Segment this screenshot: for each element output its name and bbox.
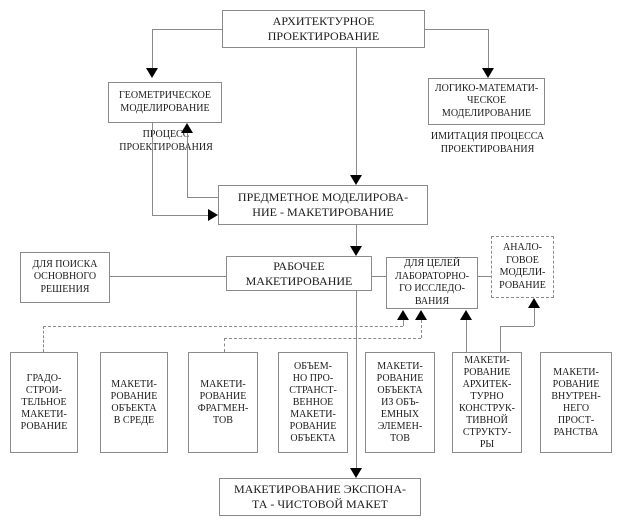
arrowhead-into-geometric-bottom: [181, 123, 193, 133]
node-urban-planning-modeling: ГРАДО- СТРОИ- ТЕЛЬНОЕ МАКЕТИ- РОВАНИЕ: [10, 352, 78, 453]
edge-label-design-process: ПРОЦЕСС ПРОЕКТИРОВАНИЯ: [119, 129, 213, 153]
arrowhead-into-lab-1: [397, 310, 409, 320]
edge-fragments-to-lab-v1: [224, 338, 225, 352]
node-interior-space-modeling: МАКЕТИ- РОВАНИЕ ВНУТРЕН- НЕГО ПРОСТ- РАН…: [540, 352, 612, 453]
edge-structure-to-lab: [466, 320, 467, 352]
arrowhead-into-analog: [528, 298, 540, 308]
edge-fragments-to-lab-h: [224, 338, 421, 339]
node-exhibit-modeling: МАКЕТИРОВАНИЕ ЭКСПОНА- ТА - ЧИСТОВОЙ МАК…: [219, 478, 421, 516]
edge-geometric-to-subject-h: [152, 215, 208, 216]
edge-arch-to-logical: [425, 29, 488, 30]
edge-working-to-exhibit: [356, 291, 357, 468]
node-object-in-environment-modeling: МАКЕТИ- РОВАНИЕ ОБЪЕКТА В СРЕДЕ: [100, 352, 168, 453]
arrowhead-into-working: [350, 246, 362, 256]
edge-fragments-to-lab-v2: [421, 320, 422, 338]
arrowhead-into-lab-2: [415, 310, 427, 320]
edge-structure-to-analog-h: [500, 326, 534, 327]
node-fragments-modeling: МАКЕТИ- РОВАНИЕ ФРАГМЕН- ТОВ: [188, 352, 258, 453]
node-subject-modeling: ПРЕДМЕТНОЕ МОДЕЛИРОВА- НИЕ - МАКЕТИРОВАН…: [218, 185, 428, 225]
node-for-main-solution-search: ДЛЯ ПОИСКА ОСНОВНОГО РЕШЕНИЯ: [20, 252, 110, 303]
edge-arch-to-geometric-drop: [152, 29, 153, 68]
edge-arch-to-geometric: [152, 29, 222, 30]
arrowhead-into-subject-left: [208, 209, 218, 221]
edge-label-design-process-imitation: ИМИТАЦИЯ ПРОЦЕССА ПРОЕКТИРОВАНИЯ: [430, 131, 545, 155]
node-geometric-modeling: ГЕОМЕТРИЧЕСКОЕ МОДЕЛИРОВАНИЕ: [108, 82, 222, 123]
edge-urban-to-lab-v1: [43, 326, 44, 352]
edge-geometric-to-subject-v: [152, 123, 153, 215]
edge-structure-to-analog-v1: [500, 326, 501, 352]
node-volumetric-spatial-modeling: ОБЪЕМ- НО ПРО- СТРАНСТ- ВЕННОЕ МАКЕТИ- Р…: [278, 352, 348, 453]
edge-urban-to-lab-v2: [403, 320, 404, 326]
edge-arch-to-subject: [356, 48, 357, 175]
arrowhead-into-logical: [482, 68, 494, 78]
arrowhead-into-geometric: [146, 68, 158, 78]
edge-subject-to-geometric-v: [187, 133, 188, 197]
edge-arch-to-logical-drop: [488, 29, 489, 68]
edge-structure-to-analog-v2: [534, 308, 535, 326]
node-architectural-design: АРХИТЕКТУРНОЕ ПРОЕКТИРОВАНИЕ: [222, 10, 425, 48]
node-analog-modeling: АНАЛО- ГОВОЕ МОДЕЛИ- РОВАНИЕ: [491, 236, 554, 298]
arrowhead-into-exhibit: [350, 468, 362, 478]
edge-subject-to-working: [356, 225, 357, 246]
edge-subject-to-geometric-h: [187, 197, 218, 198]
edge-lab-to-analog: [478, 276, 491, 277]
edge-working-to-lab: [372, 276, 386, 277]
arrowhead-into-lab-3: [460, 310, 472, 320]
node-logical-mathematical-modeling: ЛОГИКО-МАТЕМАТИ- ЧЕСКОЕ МОДЕЛИРОВАНИЕ: [428, 78, 545, 125]
node-working-modeling: РАБОЧЕЕ МАКЕТИРОВАНИЕ: [226, 256, 372, 291]
node-object-from-volumetric-elements: МАКЕТИ- РОВАНИЕ ОБЪЕКТА ИЗ ОБЪ- ЕМНЫХ ЭЛ…: [365, 352, 435, 453]
node-architectural-constructive-structure: МАКЕТИ- РОВАНИЕ АРХИТЕК- ТУРНО КОНСТРУК-…: [452, 352, 522, 453]
node-for-lab-research: ДЛЯ ЦЕЛЕЙ ЛАБОРАТОРНО- ГО ИССЛЕДО- ВАНИЯ: [386, 257, 478, 309]
edge-search-to-working: [110, 276, 226, 277]
arrowhead-into-subject: [350, 175, 362, 185]
edge-urban-to-lab-h: [43, 326, 403, 327]
